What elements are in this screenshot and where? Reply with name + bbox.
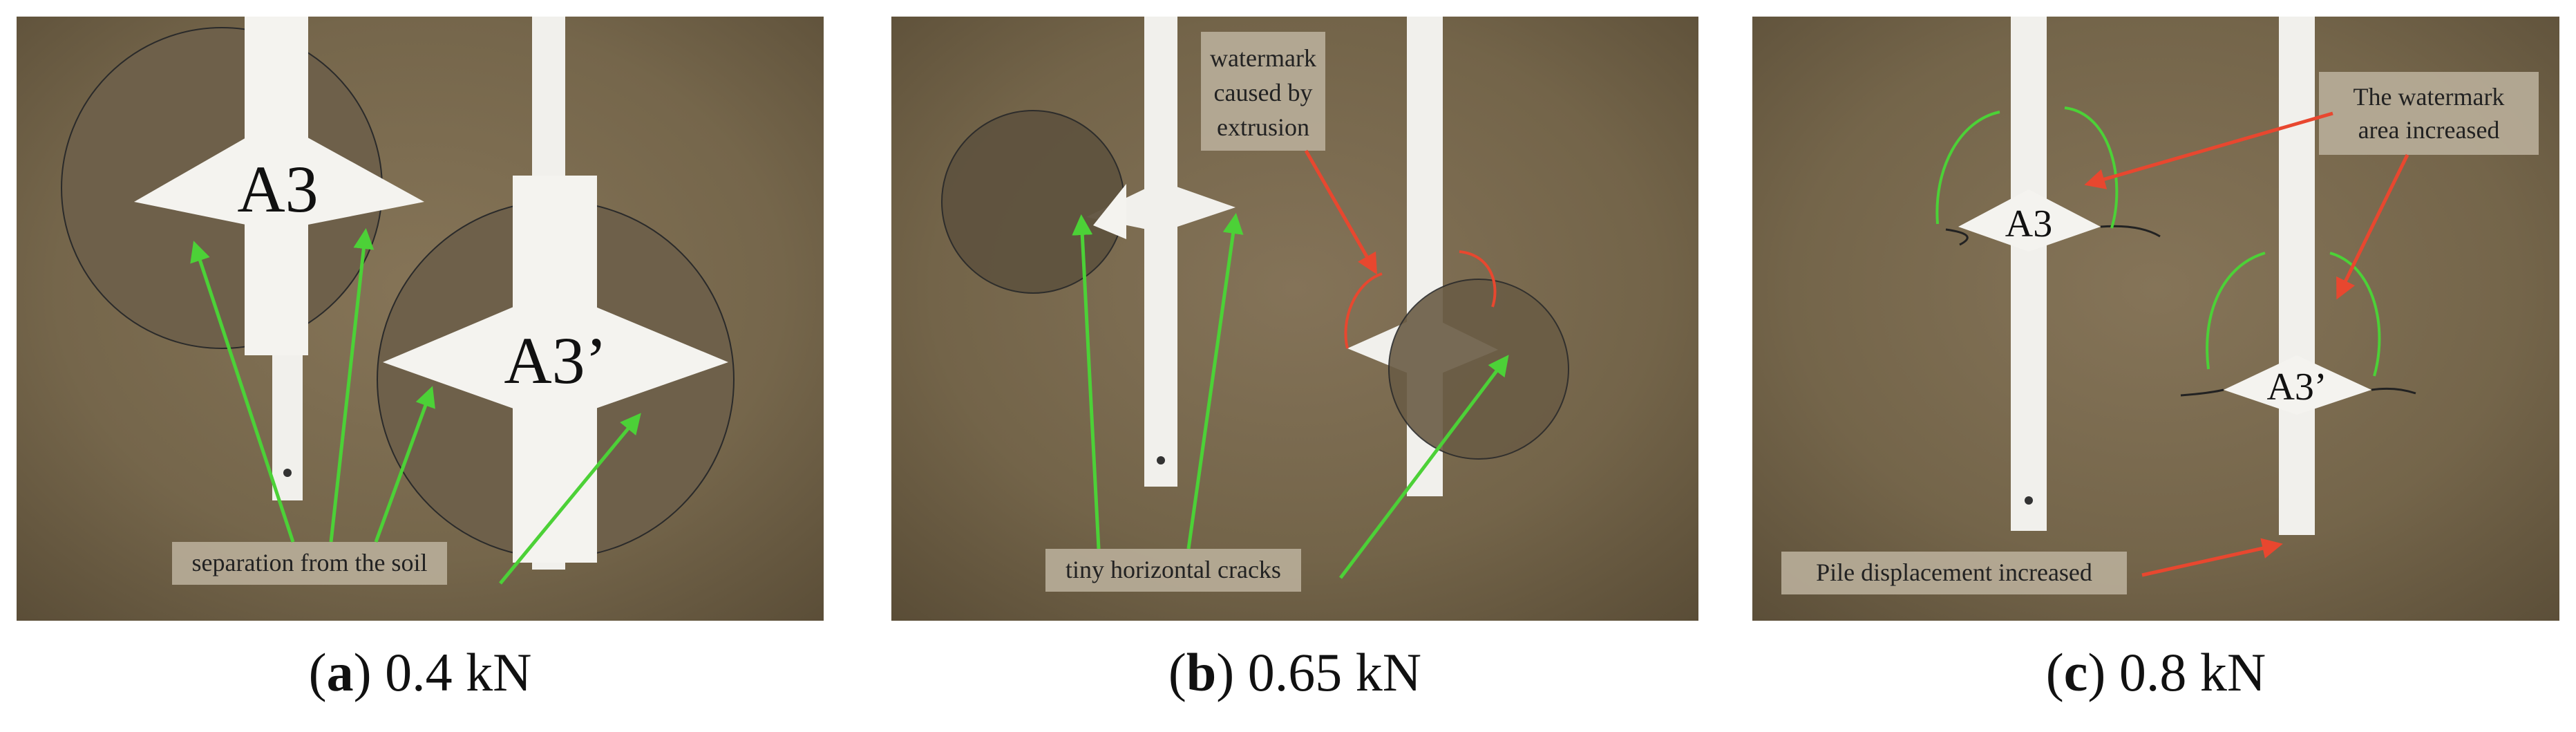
green-arrow xyxy=(190,241,295,543)
pile-hole xyxy=(283,469,292,477)
annotation-box xyxy=(1781,552,2127,594)
crack-line xyxy=(2180,388,2224,397)
annotation-watermark-line3: extrusion xyxy=(1217,113,1309,141)
red-arrow xyxy=(1304,149,1377,275)
pile-wing xyxy=(2224,355,2371,415)
crack-line xyxy=(1945,228,1969,246)
annotation-watermark-line2: caused by xyxy=(1214,79,1313,106)
magnifier-circle xyxy=(941,110,1125,294)
photo-c-canvas: A3 A3’ The watermark area increased Pile… xyxy=(1752,17,2559,621)
photo-panel-c: A3 A3’ The watermark area increased Pile… xyxy=(1752,17,2559,621)
magnifier-circle xyxy=(1388,279,1569,460)
pile-wing-magnified xyxy=(134,120,424,231)
caption-b: (b) 0.65 kN xyxy=(1168,642,1422,702)
caption-value: 0.8 kN xyxy=(2119,642,2266,702)
pile-shaft xyxy=(1144,17,1177,487)
caption-letter: b xyxy=(1186,642,1217,702)
annotation-watermark-line1: watermark xyxy=(1210,44,1316,72)
red-arrow xyxy=(2084,111,2333,189)
watermark-outline xyxy=(1459,250,1497,308)
annotation-box xyxy=(2319,72,2539,155)
pile-label-a3: A3 xyxy=(2005,203,2052,245)
pile-label-a3-prime: A3’ xyxy=(2266,366,2327,409)
watermark-outline xyxy=(2064,106,2119,229)
photo-panel-b: watermark caused by extrusion tiny horiz… xyxy=(891,17,1698,621)
annotation-watermark-line2: area increased xyxy=(2358,116,2500,144)
green-arrow xyxy=(374,386,435,543)
watermark-outline xyxy=(2206,252,2266,370)
green-arrow xyxy=(1339,355,1509,579)
green-arrow xyxy=(1072,214,1101,550)
pile-hole xyxy=(2025,496,2033,505)
caption-c: (c) 0.8 kN xyxy=(2045,642,2266,702)
caption-value: 0.65 kN xyxy=(1247,642,1422,702)
caption-letter: c xyxy=(2063,642,2088,702)
annotation-box xyxy=(1201,32,1325,151)
caption-value: 0.4 kN xyxy=(385,642,532,702)
annotation-box xyxy=(172,542,447,585)
red-arrow xyxy=(2141,538,2283,577)
green-arrow xyxy=(499,413,641,585)
photo-a-canvas: A3 A3’ separation from the soil xyxy=(17,17,824,621)
crack-line xyxy=(2100,225,2161,238)
pile-hole xyxy=(1157,456,1165,464)
pile-shaft xyxy=(2011,17,2047,531)
pile-label-a3: A3 xyxy=(237,152,318,226)
pile-shaft xyxy=(2279,17,2315,535)
annotation-watermark-line1: The watermark xyxy=(2354,83,2505,111)
photo-panel-a: A3 A3’ separation from the soil xyxy=(17,17,824,621)
crack-line xyxy=(2371,387,2416,395)
pile-wing xyxy=(1958,189,2101,252)
pile-wing-magnified xyxy=(1093,184,1126,239)
green-arrow xyxy=(329,228,375,543)
annotation-box xyxy=(1045,549,1301,592)
watermark-outline xyxy=(1935,111,2000,225)
watermark-outline xyxy=(1344,272,1383,349)
annotation-displacement: Pile displacement increased xyxy=(1816,559,2092,586)
watermark-outline xyxy=(2329,252,2381,377)
red-arrow xyxy=(2336,153,2409,300)
annotation-separation: separation from the soil xyxy=(192,549,428,576)
green-arrow xyxy=(1186,213,1244,550)
photo-b-canvas: watermark caused by extrusion tiny horiz… xyxy=(891,17,1698,621)
pile-label-a3-prime: A3’ xyxy=(504,323,607,397)
caption-letter: a xyxy=(326,642,354,702)
annotation-cracks: tiny horizontal cracks xyxy=(1066,556,1281,583)
pile-wing-magnified xyxy=(383,290,728,423)
caption-a: (a) 0.4 kN xyxy=(308,642,532,702)
